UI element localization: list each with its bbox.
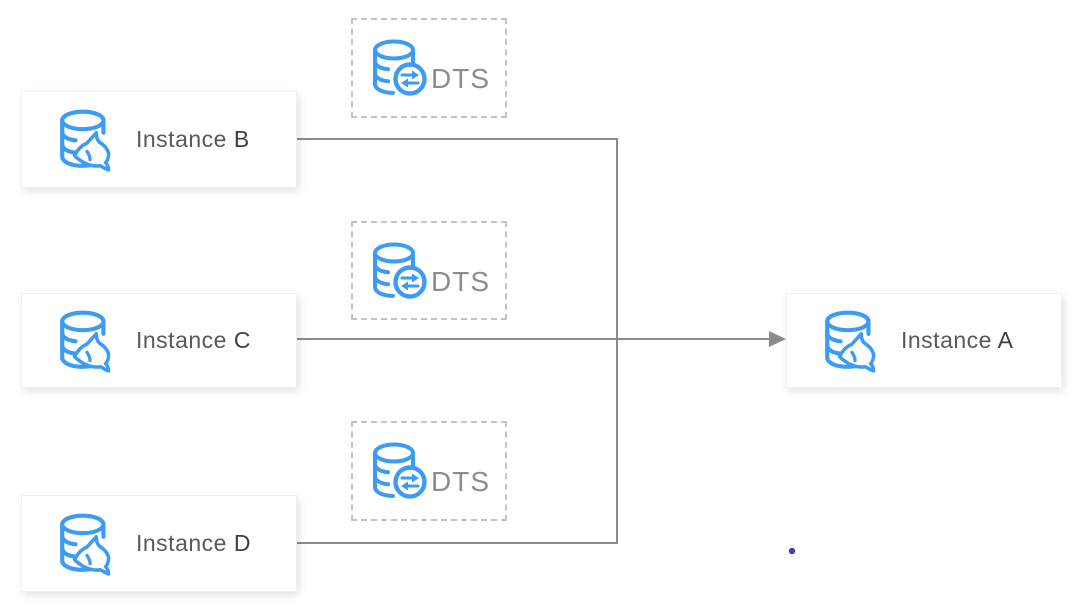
blue-dot <box>788 547 796 555</box>
mysql-database-icon <box>55 107 121 173</box>
instance-label-prefix: Instance <box>901 327 992 353</box>
instance-label: Instance D <box>136 530 251 557</box>
mysql-database-icon <box>55 308 121 374</box>
instance-label-prefix: Instance <box>136 126 227 152</box>
instance-label-prefix: Instance <box>136 327 227 353</box>
mysql-database-icon <box>55 511 121 577</box>
instance-c-node: Instance C <box>21 293 297 388</box>
instance-label-suffix: A <box>997 327 1014 353</box>
instance-label: Instance B <box>136 126 250 153</box>
instance-label-suffix: D <box>233 530 251 556</box>
dts-node-1: DTS <box>351 18 507 118</box>
instance-label: Instance C <box>136 327 251 354</box>
instance-a-node: Instance A <box>786 293 1062 388</box>
dts-label: DTS <box>431 466 490 497</box>
database-sync-icon <box>368 37 432 101</box>
database-sync-icon <box>368 240 432 304</box>
connector-b-d-bus <box>297 138 618 544</box>
mysql-database-icon <box>820 308 886 374</box>
arrow-head-icon <box>769 331 786 347</box>
instance-d-node: Instance D <box>21 495 297 592</box>
dts-label: DTS <box>431 265 490 297</box>
dts-node-2: DTS <box>351 221 507 320</box>
instance-b-node: Instance B <box>21 91 297 188</box>
instance-label-suffix: B <box>233 126 250 152</box>
dts-node-3: DTS <box>351 421 507 521</box>
instance-label: Instance A <box>901 327 1013 354</box>
instance-label-prefix: Instance <box>136 530 227 556</box>
dts-label: DTS <box>431 63 490 94</box>
database-sync-icon <box>368 440 432 504</box>
instance-label-suffix: C <box>233 327 251 353</box>
